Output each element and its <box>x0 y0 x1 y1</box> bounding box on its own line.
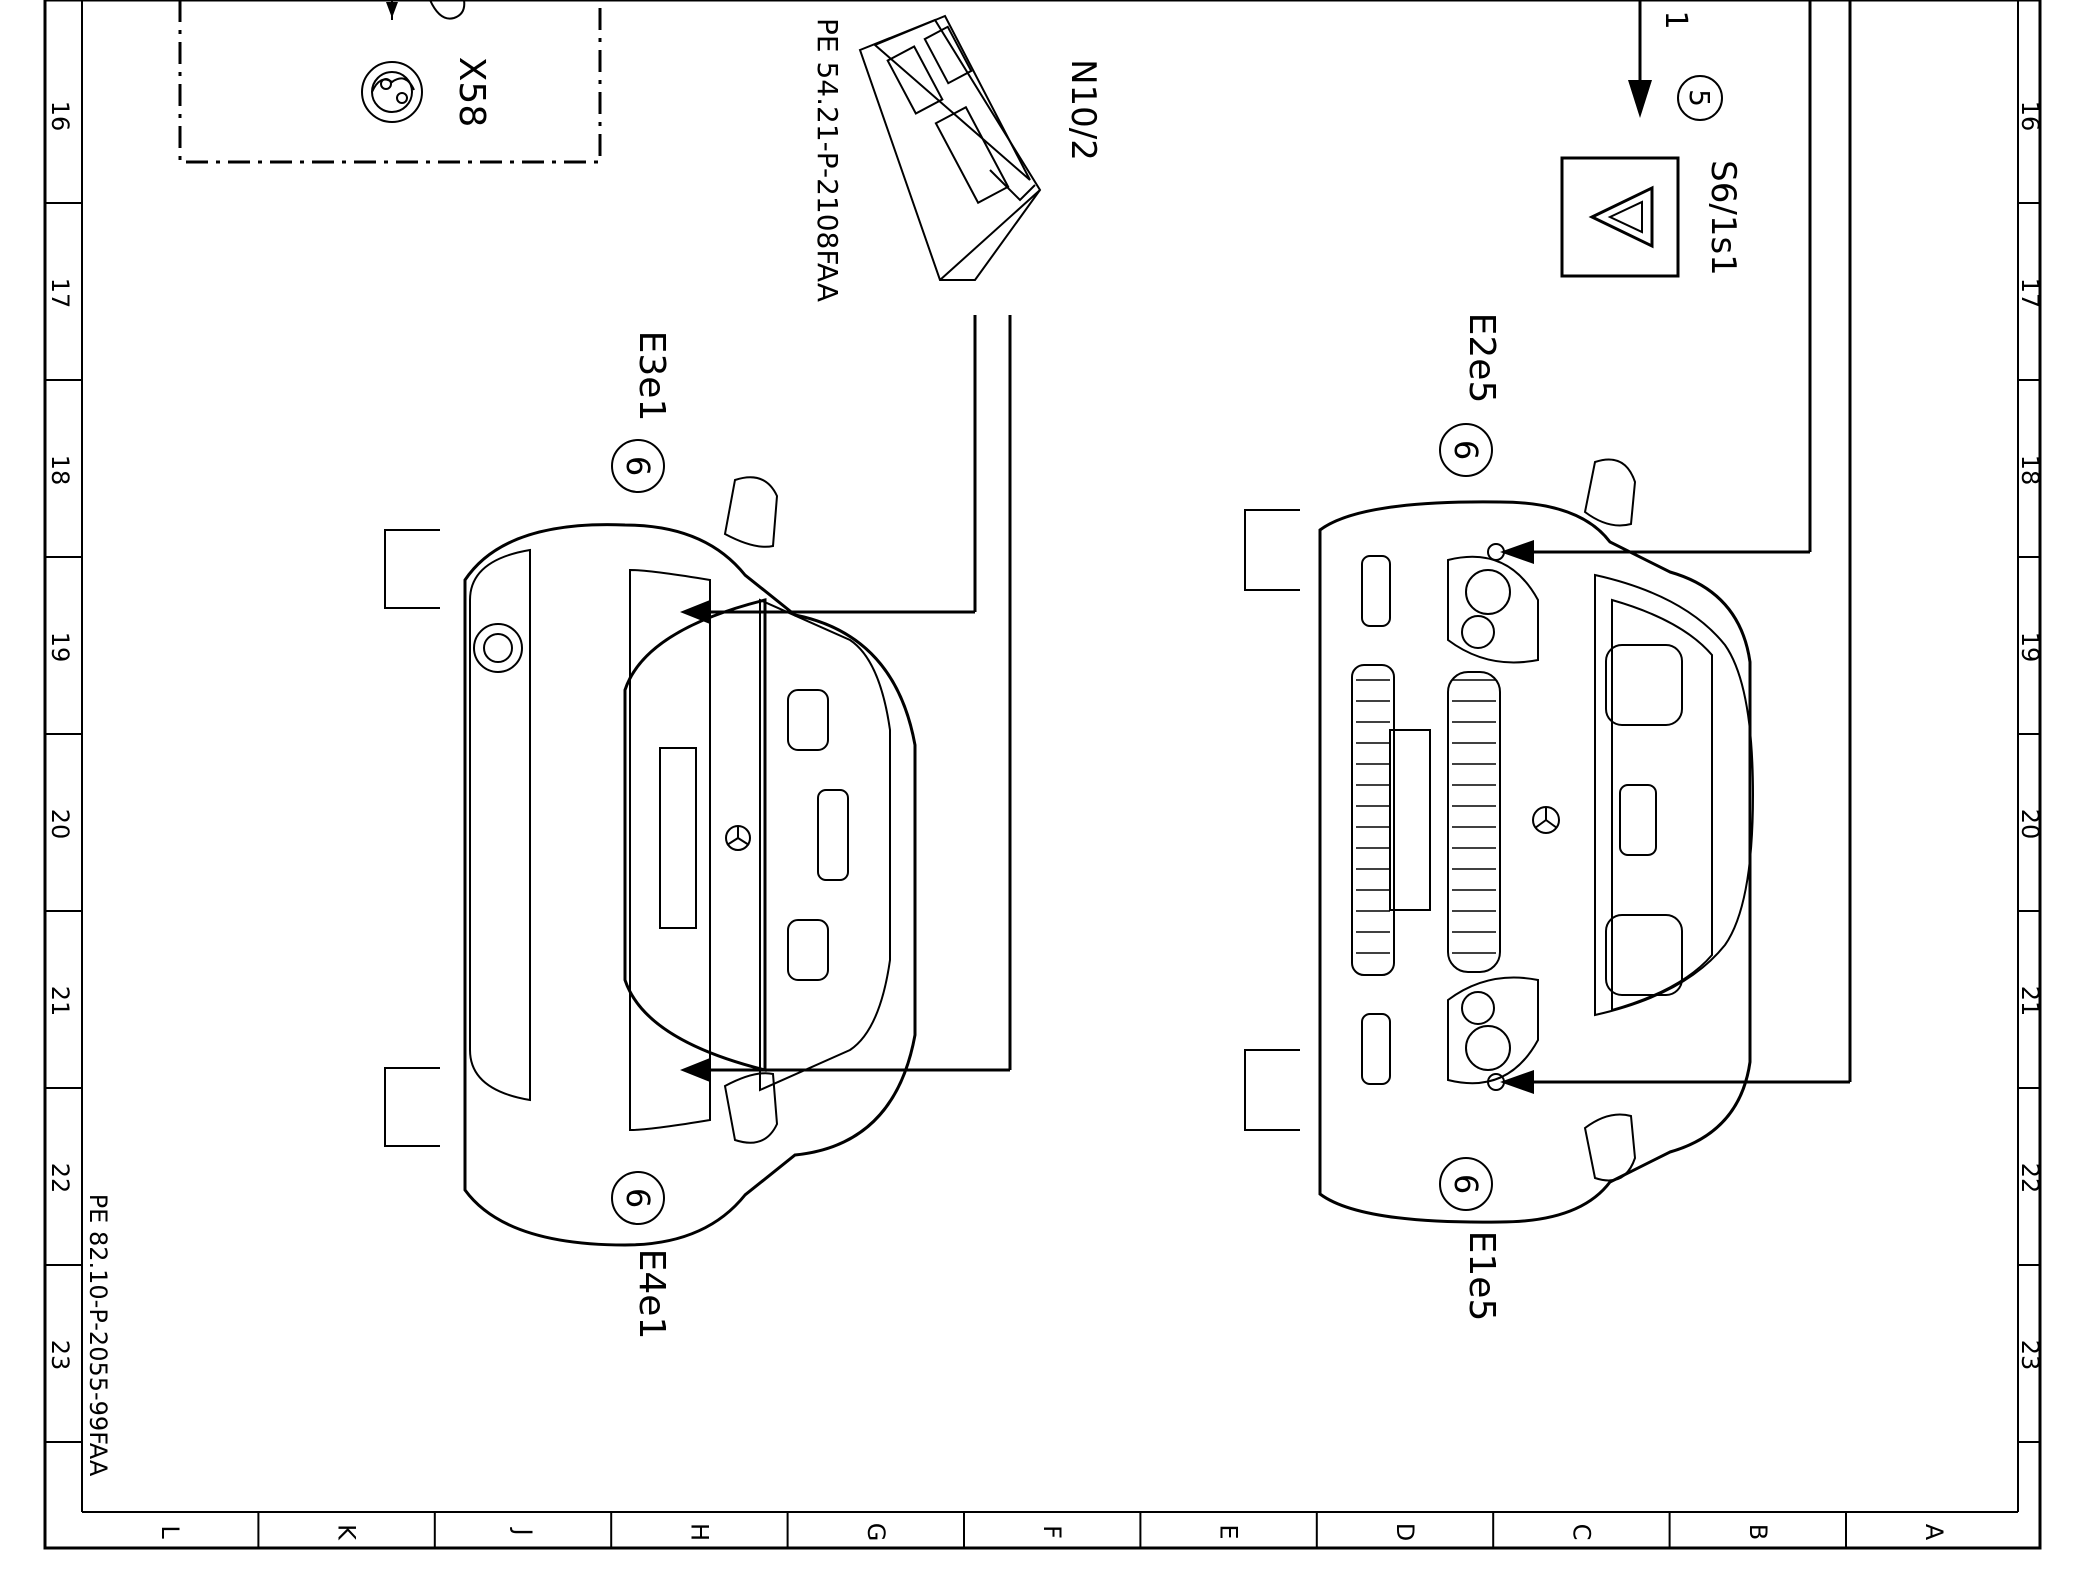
row-label: 23 <box>46 1340 74 1371</box>
hazard-warning-icon <box>1560 156 1680 278</box>
column-label: A <box>1920 1524 1948 1541</box>
column-label: C <box>1567 1524 1595 1541</box>
row-label: 18 <box>46 455 74 486</box>
drawing-frame <box>43 0 2042 1550</box>
vehicle-rear-view <box>384 476 917 1247</box>
x58-label: X58 <box>451 57 492 127</box>
wiring-n10-2 <box>680 600 1010 1082</box>
wire-1-label: 1 <box>1658 10 1693 29</box>
x58-box: X58 <box>178 0 602 164</box>
mercedes-star-icon <box>725 825 751 851</box>
mercedes-star-icon <box>1532 806 1560 834</box>
column-label: K <box>333 1524 361 1541</box>
column-label: F <box>1038 1525 1066 1539</box>
wiring-s6 <box>1487 540 1850 1094</box>
row-label: 17 <box>2016 278 2044 309</box>
row-label: 22 <box>2016 1163 2044 1194</box>
vehicle-front-view <box>1244 458 1755 1224</box>
column-label: H <box>685 1523 713 1541</box>
column-label: D <box>1391 1523 1419 1541</box>
e3e1-circle-number: 6 <box>619 456 657 476</box>
row-label: 16 <box>46 101 74 132</box>
s6-1s1-label: S6/1s1 <box>1703 160 1743 276</box>
row-label: 23 <box>2016 1340 2044 1371</box>
column-label: G <box>862 1523 890 1542</box>
s6-1s1-switch: 1 5 S6/1s1 <box>1560 0 1852 1082</box>
e1e5-label: E1e5 <box>1461 1231 1502 1322</box>
n10-2-reference: PE 54.21-P-2108FAA <box>811 18 844 302</box>
e1e5-circle-number: 6 <box>1447 1174 1485 1194</box>
n10-2-label: N10/2 <box>1063 59 1103 161</box>
e4e1-circle-number: 6 <box>619 1188 657 1208</box>
column-label: L <box>156 1525 184 1539</box>
column-label: J <box>509 1526 537 1535</box>
e3e1-label: E3e1 <box>631 331 672 422</box>
row-label: 17 <box>46 278 74 309</box>
row-label: 20 <box>46 809 74 840</box>
e4e1-label: E4e1 <box>631 1249 672 1340</box>
e2e5-circle-number: 6 <box>1447 440 1485 460</box>
control-unit-icon <box>858 14 1042 1070</box>
row-label: 21 <box>46 986 74 1017</box>
connector-x58-icon <box>361 61 423 123</box>
e2e5-label: E2e5 <box>1461 313 1502 404</box>
grille <box>1356 679 1496 954</box>
row-label: 19 <box>46 632 74 663</box>
row-label: 19 <box>2016 632 2044 663</box>
drawing-reference: PE 82.10-P-2055-99FAA <box>84 1194 112 1477</box>
s6-circle-number: 5 <box>1683 89 1716 107</box>
row-label: 22 <box>46 1163 74 1194</box>
row-label: 18 <box>2016 455 2044 486</box>
row-label: 16 <box>2016 101 2044 132</box>
column-label: B <box>1744 1524 1772 1540</box>
row-label: 20 <box>2016 809 2044 840</box>
row-ticks: 16 16 17 17 18 18 19 19 20 20 21 21 22 22 23 23 <box>45 101 2044 1443</box>
column-label: E <box>1215 1524 1243 1539</box>
row-label: 21 <box>2016 986 2044 1017</box>
